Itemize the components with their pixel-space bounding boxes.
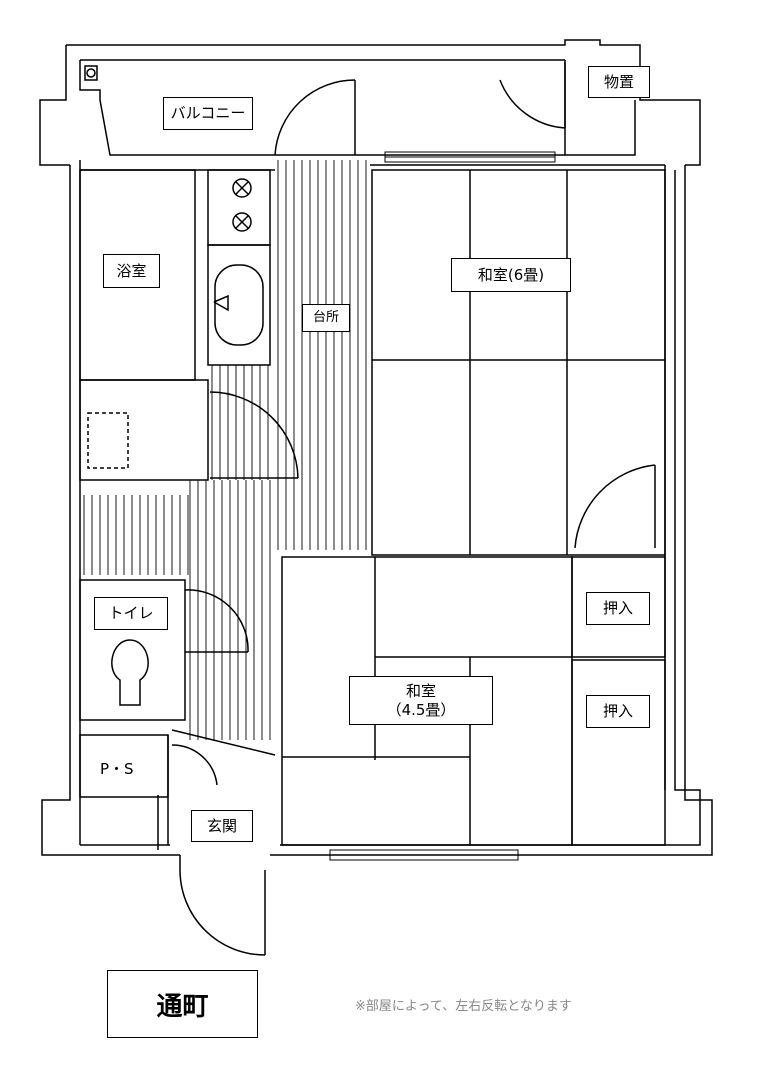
washitsu-4-5-line2: （4.5畳） <box>386 700 456 719</box>
room-label-washitsu-6: 和室(6畳) <box>451 258 571 292</box>
mirror-note: ※部屋によって、左右反転となります <box>355 999 572 1014</box>
tatami-6 <box>371 169 666 556</box>
windows <box>329 151 556 861</box>
room-label-bath: 浴室 <box>103 254 160 288</box>
flooring-hatch <box>83 160 367 740</box>
balcony-walls <box>39 39 701 166</box>
room-label-balcony: バルコニー <box>163 97 253 130</box>
building-name: 通町 <box>107 970 258 1038</box>
washitsu-4-5-line1: 和室 <box>405 681 436 700</box>
room-label-closet-2: 押入 <box>586 695 650 728</box>
room-label-storage: 物置 <box>588 66 650 98</box>
bathroom <box>79 169 271 481</box>
tatami-4-5 <box>281 556 666 846</box>
toilet-area <box>79 391 299 850</box>
room-label-kitchen: 台所 <box>302 304 350 332</box>
doors <box>179 62 566 956</box>
room-label-toilet: トイレ <box>94 597 168 630</box>
room-label-entrance: 玄関 <box>191 810 253 842</box>
room-label-closet-1: 押入 <box>586 592 650 625</box>
room-label-washitsu-4-5: 和室 （4.5畳） <box>349 676 493 725</box>
room-label-ps: P・S <box>100 760 134 778</box>
